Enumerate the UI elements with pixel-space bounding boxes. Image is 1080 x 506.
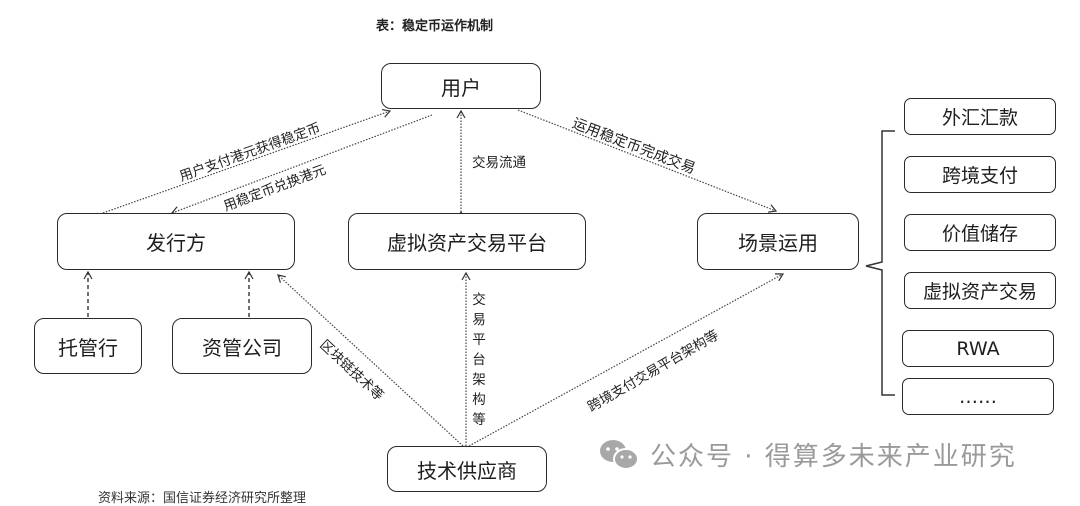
scenario-item-label: ……	[959, 385, 997, 408]
node-custodian: 托管行	[34, 318, 142, 374]
node-user: 用户	[381, 63, 541, 109]
node-issuer-label: 发行方	[146, 231, 206, 255]
scenario-item-label: RWA	[956, 337, 1000, 360]
node-scenario-label: 场景运用	[738, 231, 818, 255]
scenario-item: 外汇汇款	[904, 98, 1056, 135]
scenario-item: ……	[902, 378, 1054, 415]
node-tech-provider: 技术供应商	[387, 446, 547, 492]
scenario-item-label: 价值储存	[941, 223, 1018, 245]
node-issuer: 发行方	[57, 213, 295, 270]
scenario-item: RWA	[902, 330, 1054, 367]
node-asset-manager: 资管公司	[172, 318, 312, 374]
scenario-item-label: 虚拟资产交易	[922, 281, 1037, 303]
source-note: 资料来源：国信证券经济研究所整理	[98, 491, 307, 506]
scenario-item-label: 外汇汇款	[941, 107, 1018, 129]
scenario-item: 虚拟资产交易	[904, 272, 1056, 309]
scenario-item-label: 跨境支付	[941, 165, 1018, 187]
diagram-title: 表：稳定币运作机制	[376, 19, 494, 34]
scenario-item: 价值储存	[904, 214, 1056, 251]
node-custodian-label: 托管行	[58, 335, 118, 360]
scenario-brace	[865, 130, 895, 396]
edge-user-to-issuer	[170, 114, 433, 215]
watermark: 公众号 · 得算多未来产业研究	[598, 436, 1017, 473]
edge-label-platform-arch: 交易平台架构等	[472, 292, 486, 428]
wechat-icon	[598, 438, 642, 472]
edge-user-to-scenario	[517, 109, 778, 213]
edge-label-trade-circulation: 交易流通	[472, 155, 526, 171]
scenario-item: 跨境支付	[904, 156, 1056, 193]
node-tech-provider-label: 技术供应商	[417, 458, 517, 483]
node-scenario: 场景运用	[697, 213, 859, 270]
node-platform: 虚拟资产交易平台	[348, 213, 586, 270]
edge-tech-to-scenario	[468, 273, 785, 447]
node-user-label: 用户	[441, 75, 481, 100]
node-asset-manager-label: 资管公司	[202, 335, 282, 360]
node-platform-label: 虚拟资产交易平台	[387, 231, 547, 255]
watermark-text: 公众号 · 得算多未来产业研究	[650, 442, 1017, 472]
